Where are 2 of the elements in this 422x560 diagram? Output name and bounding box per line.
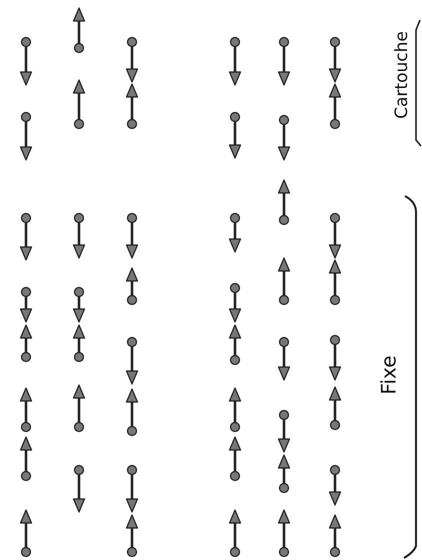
handwritten-label: Fixe: [376, 355, 400, 395]
handwritten-label: Cartouche: [392, 31, 412, 119]
